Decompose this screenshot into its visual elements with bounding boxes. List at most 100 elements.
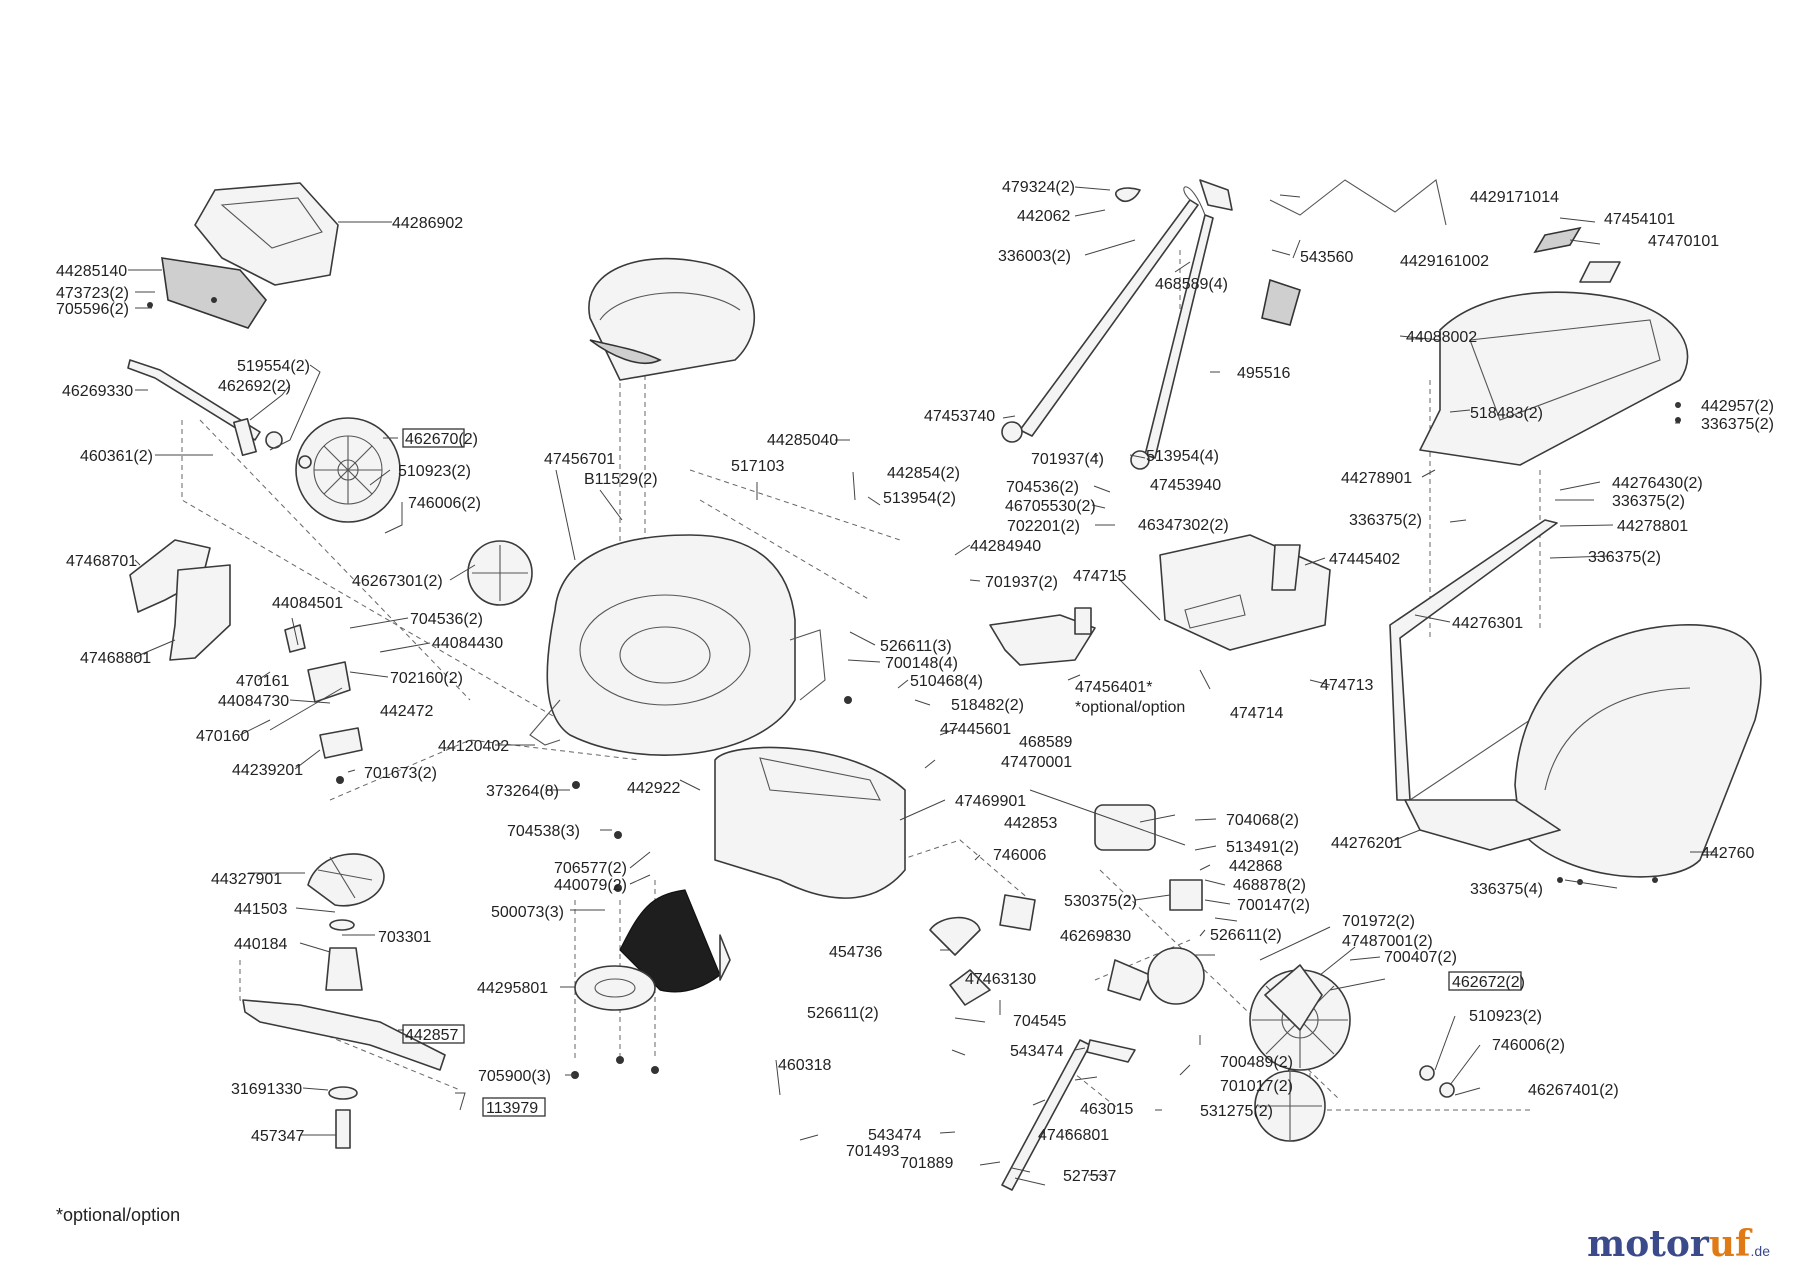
part-label: 543474 (868, 1127, 921, 1144)
part-label: 44284940 (970, 538, 1041, 555)
part-label: 336375(4) (1470, 881, 1543, 898)
part-label: 4429171014 (1470, 189, 1559, 206)
watermark-part2: uf (1708, 1223, 1751, 1265)
part-label: 442854(2) (887, 465, 960, 482)
part-label: 47456401* (1075, 679, 1152, 696)
part-label: 463015 (1080, 1101, 1133, 1118)
part-label: 46267301(2) (352, 573, 443, 590)
part-label: 701017(2) (1220, 1078, 1293, 1095)
part-label: 44084501 (272, 595, 343, 612)
part-label: 460318 (778, 1057, 831, 1074)
part-label: 526611(2) (1210, 927, 1282, 944)
part-label: 47445601 (940, 721, 1011, 738)
part-label: 442853 (1004, 815, 1057, 832)
part-label: 442957(2) (1701, 398, 1774, 415)
part-label: 704545 (1013, 1013, 1066, 1030)
mulching-insert-shape (989, 607, 1096, 666)
part-label: 704536(2) (410, 611, 483, 628)
part-label: 31691330 (231, 1081, 302, 1098)
part-label: 474715 (1073, 568, 1126, 585)
part-label: 474714 (1230, 705, 1283, 722)
part-label: 746006(2) (408, 495, 481, 512)
part-label: 705900(3) (478, 1068, 551, 1085)
part-label: 47468701 (66, 553, 137, 570)
part-label: B11529(2) (584, 471, 658, 488)
part-label: 746006(2) (1492, 1037, 1565, 1054)
part-label: 44276201 (1331, 835, 1402, 852)
rear-left-wheel-shape (295, 417, 533, 606)
part-label: 440079(2) (554, 877, 627, 894)
part-label: 470161 (236, 673, 289, 690)
part-label: 442868 (1229, 858, 1282, 875)
blade-assembly-shape (242, 853, 446, 1149)
part-label: 44286902 (392, 215, 463, 232)
part-label: 336375(2) (1588, 549, 1661, 566)
part-label: 479324(2) (1002, 179, 1075, 196)
part-label: 704068(2) (1226, 812, 1299, 829)
leader-lines (128, 186, 1715, 1186)
part-label: 703301 (378, 929, 431, 946)
part-label: 44278801 (1617, 518, 1688, 535)
part-label: 462670(2) (405, 431, 478, 448)
part-label: 440184 (234, 936, 287, 953)
part-label: 700148(4) (885, 655, 958, 672)
part-label: 47453940 (1150, 477, 1221, 494)
part-labels: 44286902 44285140 473723(2) 705596(2) 51… (56, 179, 1774, 1185)
part-label: 46347302(2) (1138, 517, 1229, 534)
part-label: 702201(2) (1007, 518, 1080, 535)
watermark-part1: motor (1587, 1223, 1709, 1265)
part-label: 441503 (234, 901, 287, 918)
footnote: *optional/option (56, 1205, 181, 1225)
part-label: *optional/option (1075, 699, 1185, 716)
boxed-label-frames (402, 428, 1522, 1117)
battery-cover-shape (161, 182, 339, 329)
part-label: 701889 (900, 1155, 953, 1172)
part-label: 518482(2) (951, 697, 1024, 714)
part-label: 701972(2) (1342, 913, 1415, 930)
part-label: 510468(4) (910, 673, 983, 690)
part-label: 373264(8) (486, 783, 559, 800)
part-label: 704538(3) (507, 823, 580, 840)
part-label: 706577(2) (554, 860, 627, 877)
part-label: 44084730 (218, 693, 289, 710)
part-label: 746006 (993, 847, 1046, 864)
part-label: 44295801 (477, 980, 548, 997)
rear-axle-shape (127, 359, 312, 469)
part-label: 47453740 (924, 408, 995, 425)
height-lever-shape (929, 916, 1136, 1191)
part-label: 530375(2) (1064, 893, 1137, 910)
grass-box-shape (1404, 624, 1762, 878)
part-label: 47454101 (1604, 211, 1675, 228)
part-label: 700489(2) (1220, 1054, 1293, 1071)
part-label: 47470001 (1001, 754, 1072, 771)
part-label: 442472 (380, 703, 433, 720)
part-label: 468589 (1019, 734, 1072, 751)
part-label: 462672(2) (1452, 974, 1525, 991)
part-label: 113979 (486, 1100, 538, 1117)
part-label: 442857 (405, 1027, 458, 1044)
part-label: 47445402 (1329, 551, 1400, 568)
part-label: 44285040 (767, 432, 838, 449)
part-label: 701673(2) (364, 765, 437, 782)
part-label: 495516 (1237, 365, 1290, 382)
part-label: 442760 (1701, 845, 1754, 862)
part-label: 457347 (251, 1128, 304, 1145)
part-label: 518483(2) (1470, 405, 1543, 422)
part-label: 517103 (731, 458, 784, 475)
part-label: 442062 (1017, 208, 1070, 225)
part-label: 704536(2) (1006, 479, 1079, 496)
part-label: 442922 (627, 780, 680, 797)
part-label: 705596(2) (56, 301, 129, 318)
side-flaps-shape (129, 539, 231, 661)
mower-deck-shape (529, 534, 826, 756)
part-label: 4429161002 (1400, 253, 1489, 270)
part-label: 543474 (1010, 1043, 1063, 1060)
watermark-part3: .de (1750, 1243, 1770, 1259)
part-label: 44285140 (56, 263, 127, 280)
part-label: 531275(2) (1200, 1103, 1273, 1120)
part-label: 46269330 (62, 383, 133, 400)
part-label: 47487001(2) (1342, 933, 1433, 950)
part-label: 47468801 (80, 650, 151, 667)
part-label: 44120402 (438, 738, 509, 755)
part-label: 468878(2) (1233, 877, 1306, 894)
